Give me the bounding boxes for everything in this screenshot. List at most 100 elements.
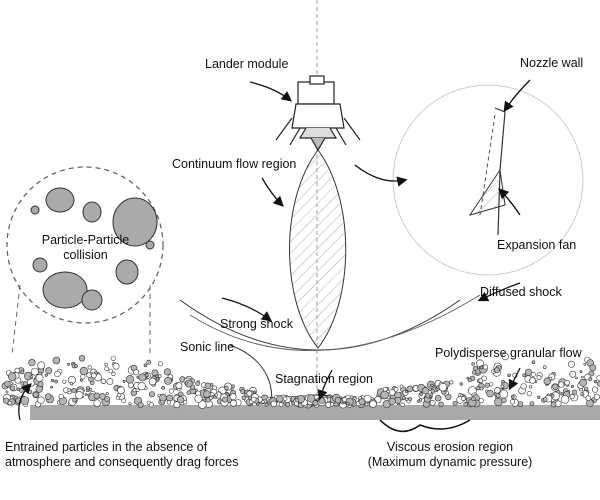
granular-particle (44, 393, 52, 400)
granular-particle (489, 382, 494, 387)
granular-particle (476, 386, 481, 391)
granular-particle (438, 401, 444, 407)
granular-particle (20, 370, 25, 375)
granular-particle (564, 379, 570, 386)
granular-particle (588, 377, 593, 381)
granular-particle (500, 397, 507, 404)
granular-particle (110, 355, 116, 361)
granular-particle (569, 393, 575, 399)
granular-particle (137, 382, 146, 391)
granular-particle (62, 379, 67, 384)
granular-particle (307, 394, 316, 403)
nozzle-detail-circle (392, 84, 584, 276)
granular-particle (112, 362, 120, 370)
expansion-fan (468, 168, 506, 216)
granular-particle (364, 402, 369, 407)
granular-particle (529, 385, 533, 389)
granular-particle (389, 389, 396, 396)
granular-particle (569, 370, 577, 378)
granular-particle (429, 399, 436, 406)
granular-particle (157, 361, 163, 367)
granular-particle (529, 401, 535, 406)
granular-particle (45, 367, 53, 375)
granular-particle (37, 396, 45, 404)
granular-particle (87, 393, 91, 397)
granular-particle (35, 374, 44, 382)
granular-particle (522, 373, 527, 378)
granular-particle (58, 393, 64, 400)
granular-particle (184, 381, 188, 385)
granular-particle (44, 373, 48, 377)
granular-particle (536, 375, 542, 380)
granular-particle (31, 367, 39, 376)
granular-particle (358, 398, 366, 406)
granular-particle (479, 365, 484, 370)
label-nozzle-wall: Nozzle wall (520, 56, 584, 70)
granular-particle (198, 400, 207, 409)
granular-particle (406, 385, 414, 393)
granular-particle (50, 385, 54, 389)
label-lander-module: Lander module (205, 57, 289, 71)
granular-particle (127, 382, 134, 389)
particle-collision-circle (6, 166, 164, 324)
granular-particle (294, 397, 300, 403)
granular-particle (494, 387, 501, 394)
granular-particle (467, 378, 473, 383)
granular-particle (408, 397, 412, 401)
granular-particle (204, 382, 212, 390)
granular-particle (334, 397, 342, 404)
granular-particle (325, 401, 332, 408)
granular-particle (161, 385, 165, 390)
granular-particle (509, 399, 516, 405)
granular-particle (400, 402, 405, 407)
granular-particle (520, 383, 527, 390)
granular-particle (168, 388, 174, 394)
granular-particle (585, 395, 592, 402)
granular-particle (91, 372, 97, 379)
granular-particle (252, 390, 256, 394)
granular-particle (78, 355, 86, 362)
granular-particle (388, 397, 396, 405)
granular-particle (285, 402, 291, 407)
granular-particle (430, 383, 434, 388)
granular-particle (452, 400, 458, 406)
granular-particle (138, 373, 147, 382)
granular-particle (593, 393, 600, 400)
granular-particle (106, 378, 114, 385)
granular-particle (479, 386, 484, 391)
granular-particle (560, 395, 570, 404)
granular-particle (393, 386, 399, 392)
granular-particle (278, 402, 284, 407)
granular-particle (558, 381, 565, 388)
granular-particle (417, 399, 421, 403)
granular-particle (22, 381, 28, 387)
granular-particle (194, 394, 203, 403)
granular-particle (125, 375, 135, 384)
granular-particles (1, 353, 600, 409)
granular-particle (84, 393, 88, 396)
granular-particle (182, 400, 188, 405)
granular-particle (222, 396, 229, 403)
granular-particle (478, 378, 484, 384)
label-diffused-shock: Diffused shock (480, 285, 562, 299)
granular-particle (399, 384, 404, 389)
granular-particle (571, 389, 578, 395)
label-viscous-line1: Viscous erosion region (386, 440, 514, 454)
granular-particle (421, 387, 430, 395)
granular-particle (445, 393, 452, 401)
granular-particle (548, 376, 553, 381)
large-particles (30, 187, 158, 311)
label-particle-collision: Particle-Particle collision (18, 233, 153, 263)
granular-particle (570, 384, 574, 388)
lander-module-icon (275, 75, 361, 152)
granular-particle (52, 356, 61, 365)
granular-particle (529, 377, 536, 384)
granular-particle (28, 359, 36, 367)
granular-particle (580, 392, 585, 397)
granular-particle (80, 374, 86, 380)
granular-particle (159, 393, 167, 402)
granular-particle (71, 388, 77, 394)
granular-particle (369, 400, 377, 408)
